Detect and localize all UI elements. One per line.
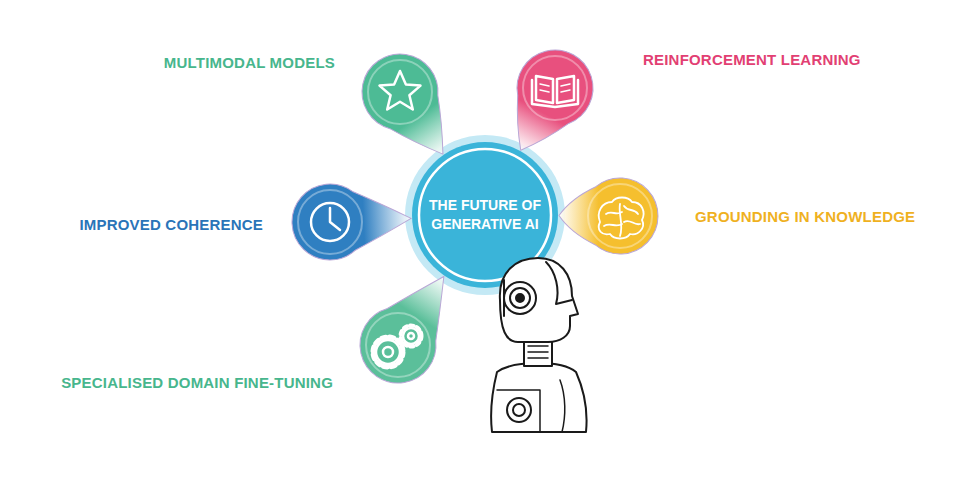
petal-ring bbox=[368, 60, 432, 124]
clock-icon bbox=[311, 203, 349, 241]
petal-shape bbox=[517, 50, 593, 126]
petal-ring bbox=[588, 184, 652, 248]
petal-outline bbox=[559, 178, 659, 255]
petal-outline bbox=[487, 36, 606, 168]
hub-circle: THE FUTURE OF GENERATIVE AI bbox=[405, 135, 565, 295]
petal-outline bbox=[290, 180, 412, 261]
topic-petal: REINFORCEMENT LEARNING bbox=[517, 50, 593, 126]
petal-ring bbox=[523, 56, 587, 120]
petal-ring bbox=[366, 313, 430, 377]
petal-outline bbox=[345, 255, 475, 397]
petal-shape bbox=[362, 54, 438, 130]
petal-shape bbox=[360, 307, 436, 383]
petal-ring bbox=[298, 190, 362, 254]
topic-label: SPECIALISED DOMAIN FINE-TUNING bbox=[61, 374, 333, 391]
topic-label: GROUNDING IN KNOWLEDGE bbox=[695, 208, 915, 225]
hub-fill bbox=[412, 142, 558, 288]
topic-label: REINFORCEMENT LEARNING bbox=[643, 51, 861, 68]
topic-petal: IMPROVED COHERENCE bbox=[292, 184, 368, 260]
topic-label: MULTIMODAL MODELS bbox=[164, 54, 335, 71]
topic-label: IMPROVED COHERENCE bbox=[79, 216, 263, 233]
brain-icon bbox=[599, 198, 644, 239]
hub-halo bbox=[405, 135, 565, 295]
topic-petal: GROUNDING IN KNOWLEDGE bbox=[582, 178, 658, 254]
topic-petal: MULTIMODAL MODELS bbox=[362, 54, 438, 130]
petal-outline bbox=[347, 39, 474, 176]
hub-ring bbox=[419, 149, 551, 281]
book-icon bbox=[532, 76, 578, 107]
petal-shape bbox=[292, 184, 368, 260]
topic-petal: SPECIALISED DOMAIN FINE-TUNING bbox=[360, 307, 436, 383]
hub-shape bbox=[405, 135, 565, 295]
robot-illustration bbox=[491, 258, 586, 432]
star-icon bbox=[380, 71, 421, 110]
hub-title: THE FUTURE OF GENERATIVE AI bbox=[423, 196, 547, 234]
gears-icon bbox=[373, 326, 422, 368]
petal-shape bbox=[582, 178, 658, 254]
